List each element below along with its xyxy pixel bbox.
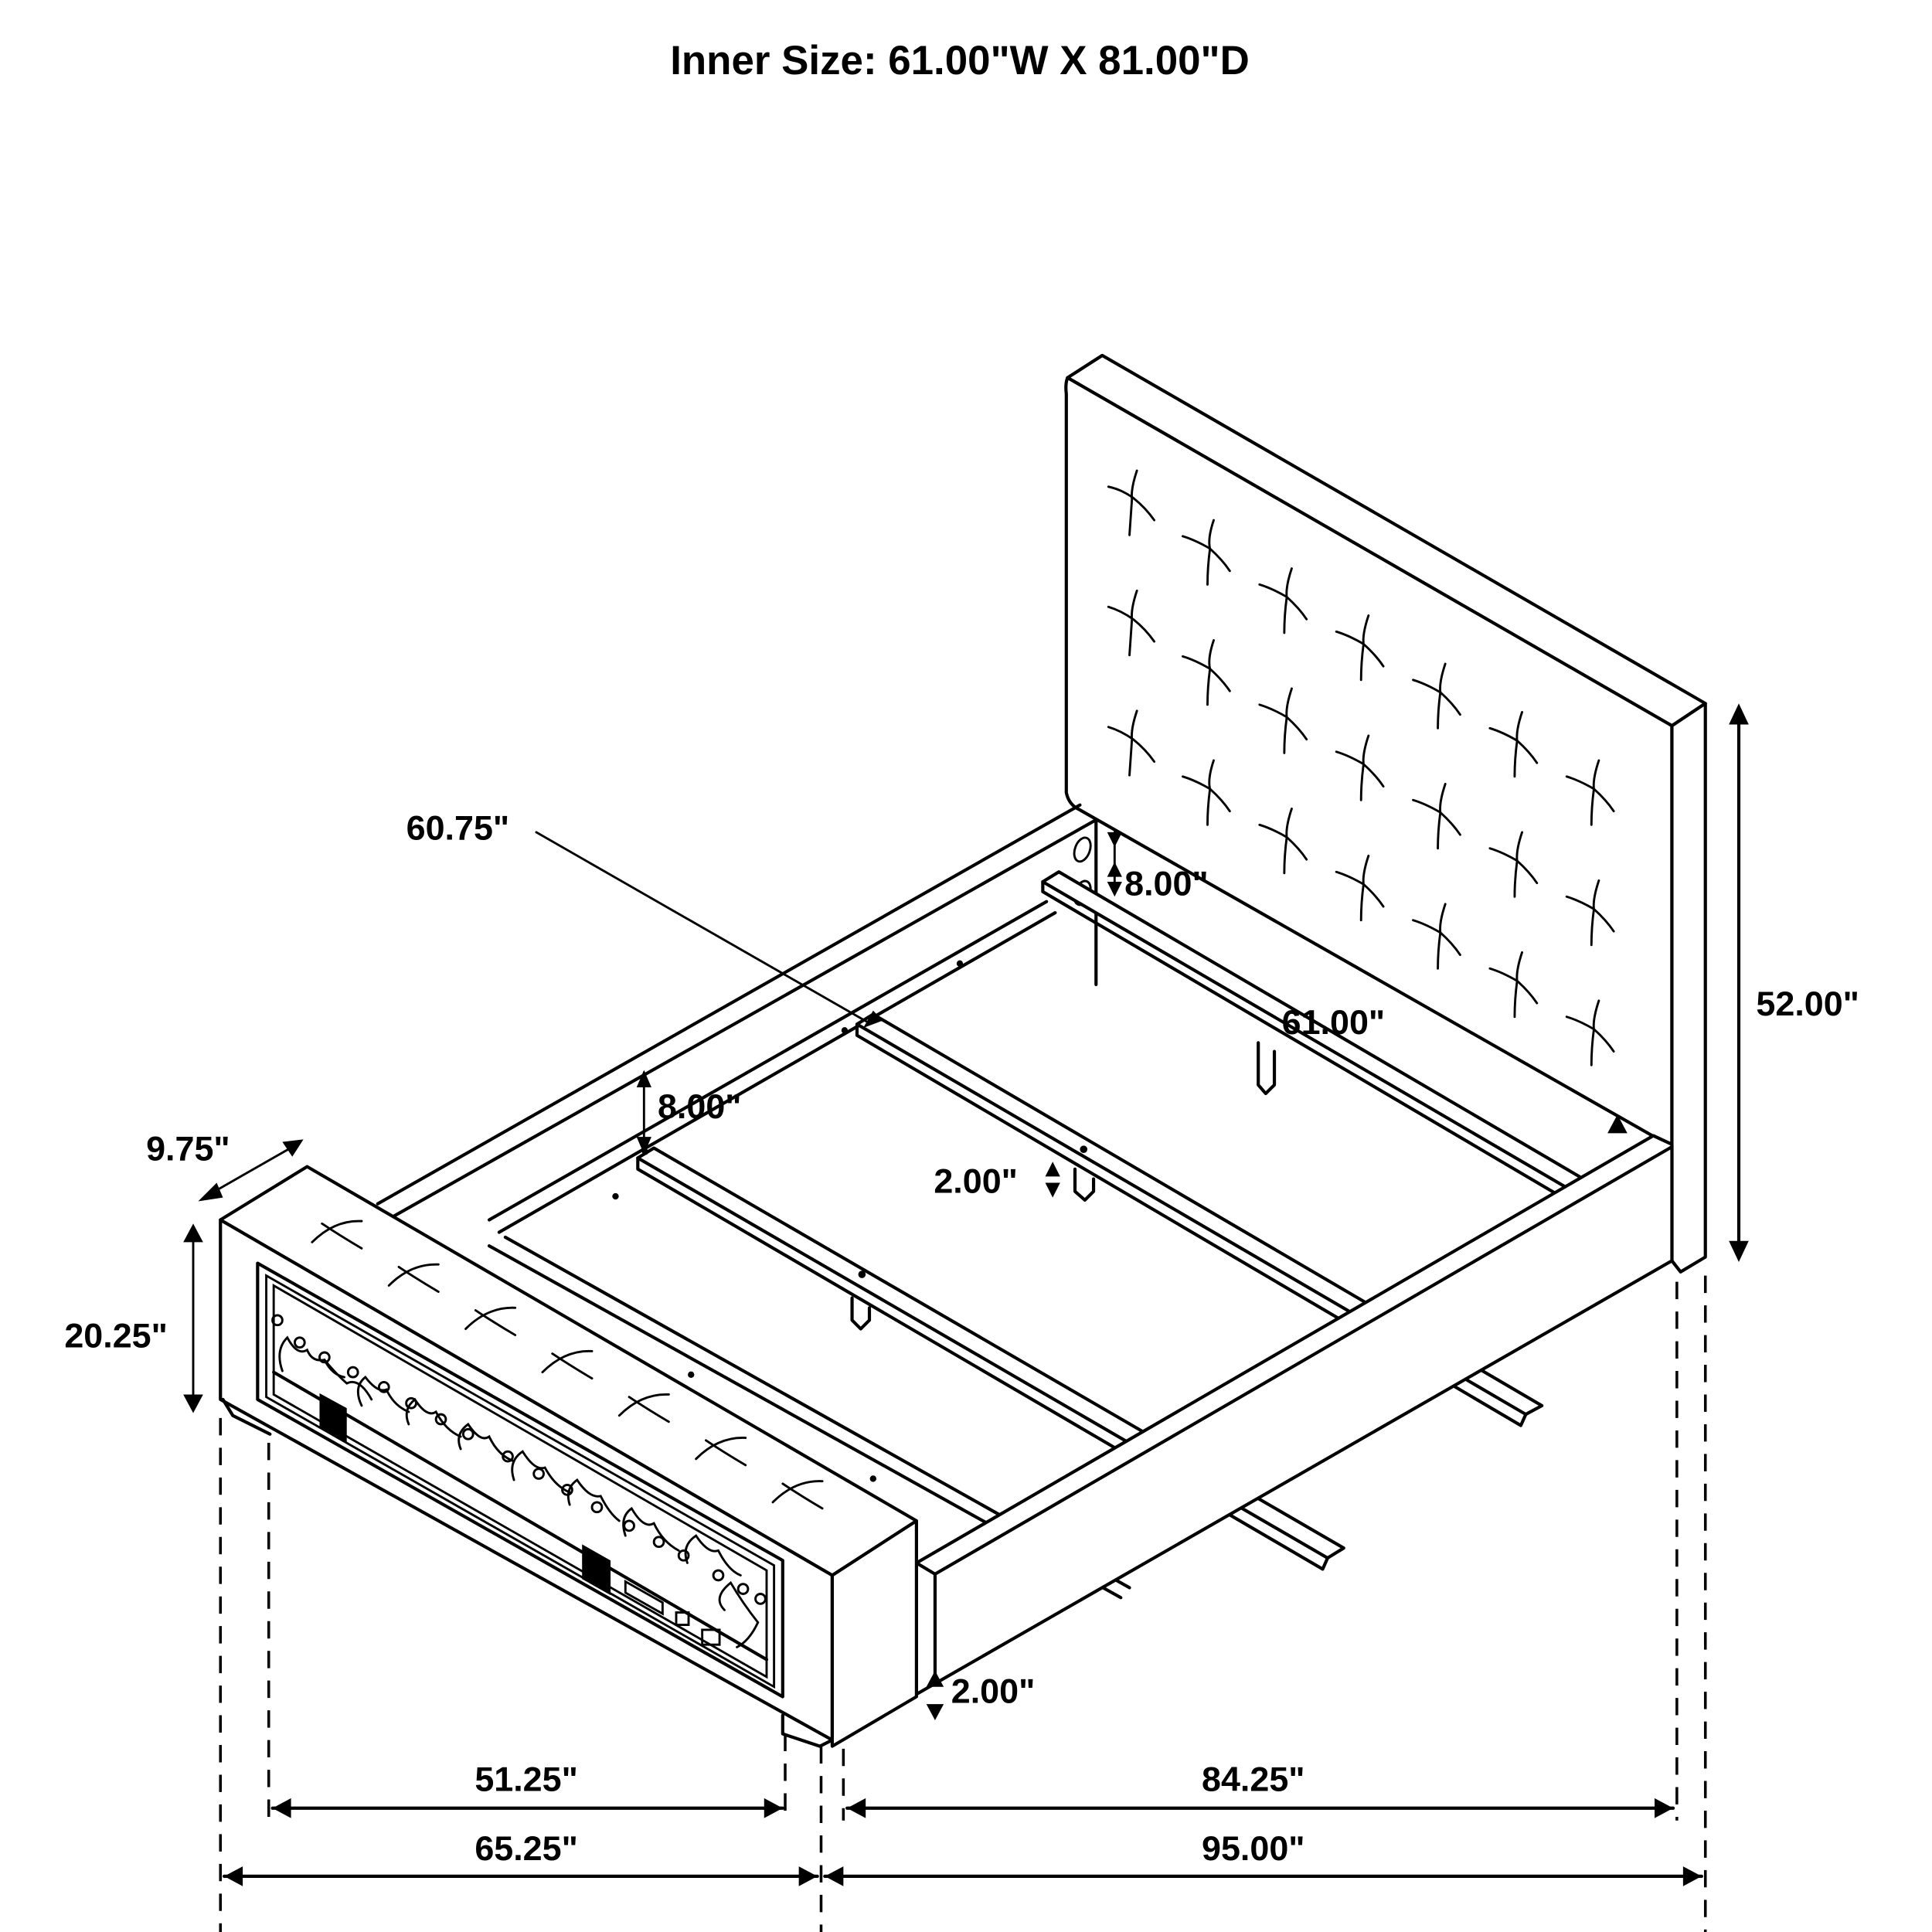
- headboard-slot-spacing-label: 8.00": [1124, 864, 1209, 903]
- footboard-tufts: [311, 1219, 824, 1510]
- footboard-clearance-label: 2.00": [951, 1672, 1036, 1711]
- overall-width-label: 65.25": [474, 1828, 578, 1868]
- right-side-rail: [914, 1134, 1674, 1696]
- left-side-rail: [376, 803, 1098, 1218]
- left-slat-ledge: [487, 900, 1057, 1234]
- slat-span-label: 61.00": [1282, 1002, 1386, 1042]
- inner-footboard-width-label: 51.25": [474, 1759, 578, 1798]
- headboard-tufts: [1107, 469, 1615, 1066]
- footboard-depth-label: 9.75": [146, 1129, 230, 1168]
- slat-leg-height-label: 2.00": [934, 1161, 1018, 1200]
- rail-span-label: 60.75": [406, 808, 510, 848]
- footboard-height-label: 20.25": [64, 1316, 168, 1355]
- dimension-lines: [183, 703, 1749, 1932]
- rail-height-label: 8.00": [658, 1087, 742, 1126]
- center-support-legs: [850, 1041, 1277, 1331]
- headboard: [1064, 353, 1707, 1274]
- footboard: [219, 1165, 918, 1748]
- headboard-height-label: 52.00": [1756, 984, 1859, 1023]
- overall-length-label: 95.00": [1202, 1828, 1305, 1868]
- inner-size-title: Inner Size: 61.00"W X 81.00"D: [670, 38, 1250, 83]
- rail-length-label: 84.25": [1202, 1759, 1305, 1798]
- fireplace-flames: [271, 1314, 767, 1648]
